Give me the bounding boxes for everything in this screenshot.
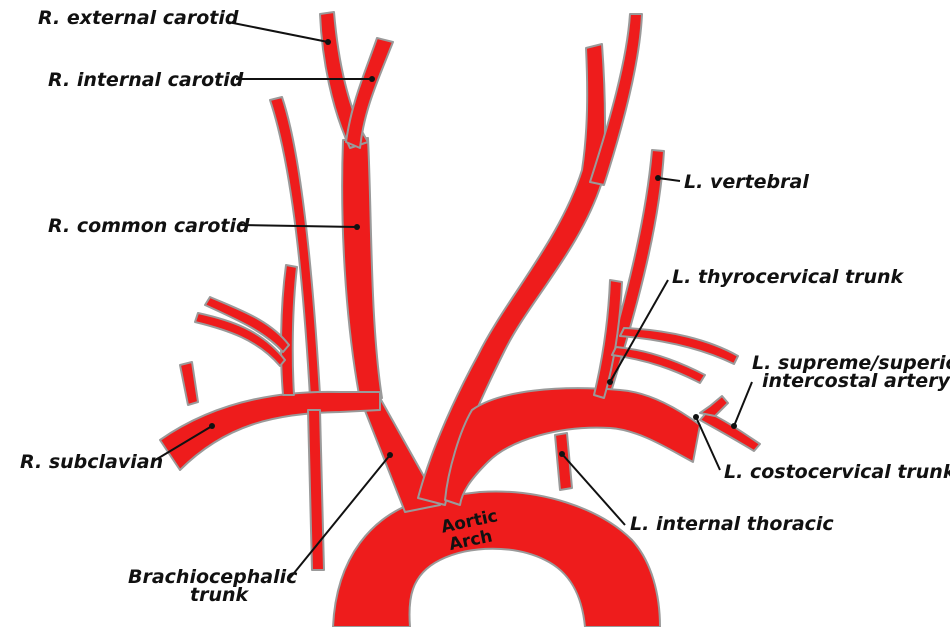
label-r-external-carotid: R. external carotid xyxy=(38,7,239,29)
label-l-internal-thoracic: L. internal thoracic xyxy=(630,513,834,535)
r-costocervical-trunk xyxy=(180,362,198,405)
label-l-supreme-line2: intercostal artery xyxy=(762,370,950,392)
label-l-costocervical: L. costocervical trunk xyxy=(724,461,950,483)
label-brachiocephalic-line2: trunk xyxy=(190,584,250,606)
dot-r-internal-carotid xyxy=(369,76,375,82)
r-internal-carotid xyxy=(346,38,393,148)
leader-r-common-carotid xyxy=(240,225,357,227)
label-r-subclavian: R. subclavian xyxy=(20,451,163,473)
dot-l-costocervical xyxy=(693,414,699,420)
dot-l-thyrocervical xyxy=(607,379,613,385)
label-l-vertebral: L. vertebral xyxy=(684,171,809,193)
dot-l-internal-thoracic xyxy=(559,451,565,457)
label-r-internal-carotid: R. internal carotid xyxy=(48,69,244,91)
leader-r-external-carotid xyxy=(228,22,328,42)
labels: R. external carotid R. internal carotid … xyxy=(20,7,950,606)
dot-brachiocephalic xyxy=(387,452,393,458)
label-l-thyrocervical: L. thyrocervical trunk xyxy=(672,266,904,288)
leader-l-supreme xyxy=(734,382,752,426)
dot-r-subclavian xyxy=(209,423,215,429)
r-common-carotid xyxy=(342,138,382,400)
dot-r-common-carotid xyxy=(354,224,360,230)
dot-r-external-carotid xyxy=(325,39,331,45)
dot-l-vertebral xyxy=(655,175,661,181)
l-costocervical-branch xyxy=(700,396,728,416)
label-r-common-carotid: R. common carotid xyxy=(48,215,250,237)
dot-l-supreme xyxy=(731,423,737,429)
r-thyrocervical-trunk xyxy=(281,265,297,395)
